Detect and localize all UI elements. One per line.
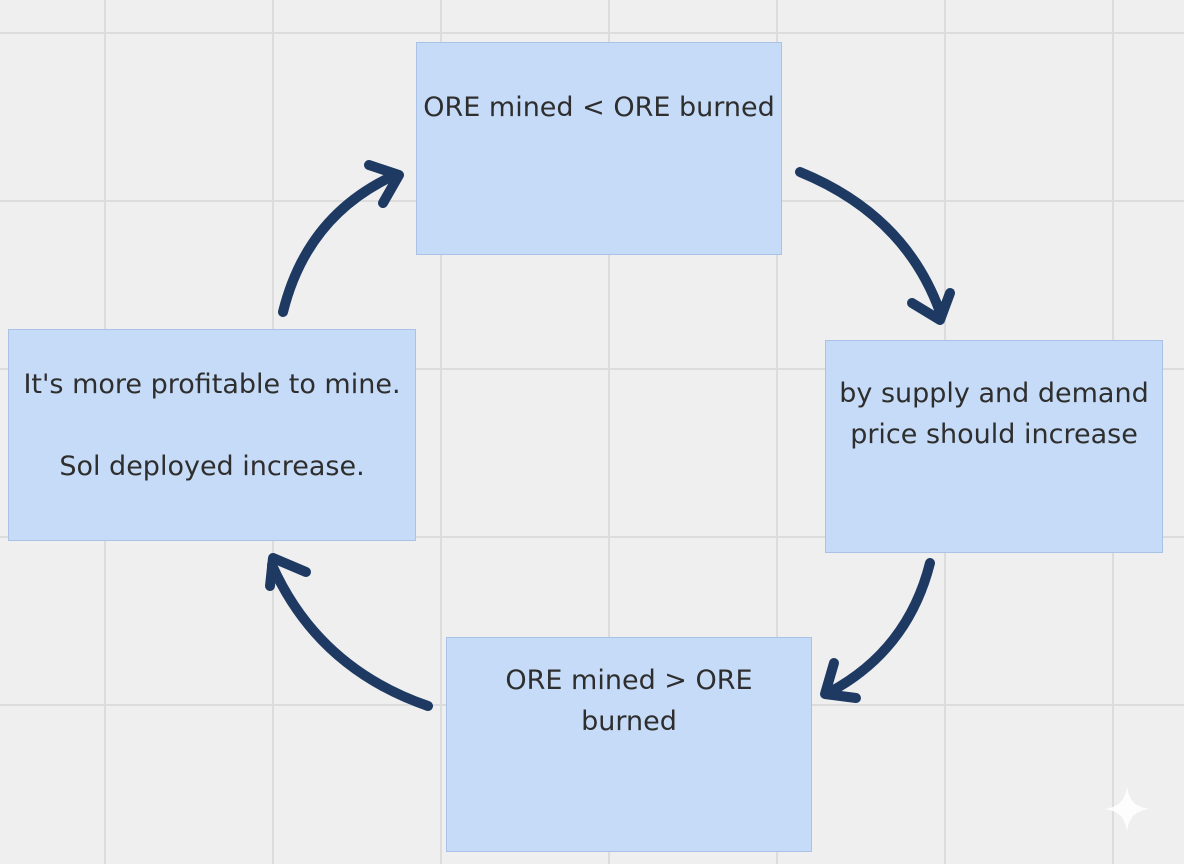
arrow-left-to-top[interactable] <box>278 160 404 317</box>
sticky-note-ore-mined-greater-than-burned[interactable]: ORE mined > ORE burned <box>446 637 812 852</box>
arrow-right-to-bottom[interactable] <box>820 558 935 703</box>
arrow-head <box>907 288 955 325</box>
arrow-head <box>364 160 404 208</box>
arrow-head <box>265 553 311 591</box>
arrow-head <box>820 658 861 703</box>
note-text-line: Sol deployed increase. <box>59 451 365 482</box>
note-text-line: ORE mined < ORE burned <box>423 92 775 123</box>
arrow-shaft <box>278 170 400 317</box>
sticky-note-ore-mined-less-than-burned[interactable]: ORE mined < ORE burned <box>416 42 782 255</box>
arrow-shaft <box>267 560 433 711</box>
note-text-line: price should increase <box>850 419 1138 450</box>
note-text-line: ORE mined > ORE <box>505 665 753 696</box>
sticky-note-profitable-to-mine[interactable]: It's more profitable to mine. Sol deploy… <box>8 329 416 541</box>
arrow-shaft <box>825 558 935 697</box>
note-text-line: by supply and demand <box>839 378 1149 409</box>
note-text-line: It's more profitable to mine. <box>23 369 401 400</box>
sticky-note-price-increase[interactable]: by supply and demand price should increa… <box>825 340 1163 553</box>
arrow-shaft <box>795 167 945 317</box>
arrow-top-to-right[interactable] <box>795 167 955 325</box>
arrow-bottom-to-left[interactable] <box>265 553 433 711</box>
sparkle-icon <box>1104 786 1150 832</box>
note-text-line: burned <box>581 706 677 737</box>
